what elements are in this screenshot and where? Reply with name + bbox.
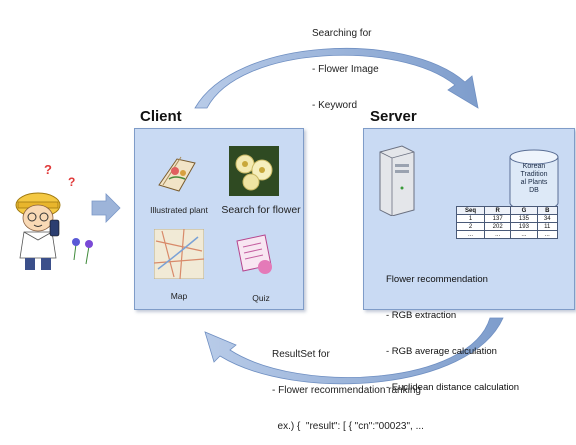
response-note-line: - Flower recommendation ranking <box>272 385 421 396</box>
rgb-table-header-cell: R <box>484 206 512 215</box>
rgb-table-header: Seq R G B <box>455 206 559 215</box>
table-cell: ... <box>455 230 486 239</box>
request-note: Searching for - Flower Image - Keyword <box>312 4 379 124</box>
rgb-table-header-cell: G <box>510 206 538 215</box>
table-cell: 202 <box>484 222 512 231</box>
database-label: Korean Tradition al Plants DB <box>520 163 548 194</box>
search-flower-icon <box>229 146 279 196</box>
user-to-client-arrow <box>91 193 121 223</box>
client-panel: Illustrated plant Search for flower Map … <box>134 128 304 310</box>
rgb-table-header-cell: B <box>536 206 559 215</box>
response-note-line: ex.) { "result": [ { "cn":"00023", ... <box>272 421 424 432</box>
svg-text:?: ? <box>44 162 52 177</box>
request-arrow <box>194 47 479 109</box>
server-heading: Server <box>370 108 417 125</box>
table-cell: ... <box>536 230 559 239</box>
table-cell: 1 <box>455 214 486 223</box>
flow-arrows <box>91 47 504 385</box>
table-row: 1 137 135 34 <box>455 214 559 223</box>
recommendation-line: - RGB average calculation <box>386 346 497 357</box>
server-icon <box>379 145 415 216</box>
table-cell: 11 <box>536 222 559 231</box>
request-note-line: Searching for <box>312 28 372 39</box>
request-note-line: - Flower Image <box>312 64 379 75</box>
table-cell: 34 <box>536 214 559 223</box>
table-row: 2 202 193 11 <box>455 222 559 231</box>
response-arrow <box>204 317 504 385</box>
svg-text:?: ? <box>68 175 75 189</box>
rgb-table: Seq R G B 1 137 135 34 2 202 193 11 ... … <box>455 206 559 239</box>
table-cell: 137 <box>484 214 512 223</box>
illustrated-plant-caption: Illustrated plant <box>150 205 208 215</box>
response-note-line: ResultSet for <box>272 349 330 360</box>
map-caption: Map <box>170 291 188 301</box>
table-cell: ... <box>484 230 512 239</box>
rgb-table-header-cell: Seq <box>455 206 486 215</box>
database-icon <box>509 149 559 211</box>
table-cell: 2 <box>455 222 486 231</box>
user-icon: ? ? <box>15 162 93 270</box>
quiz-caption: Quiz <box>252 293 270 303</box>
table-cell: ... <box>510 230 538 239</box>
server-panel: Korean Tradition al Plants DB Seq R G B … <box>363 128 575 393</box>
recommendation-line: - RGB extraction <box>386 310 457 321</box>
request-note-line: - Keyword <box>312 100 358 111</box>
recommendation-text: Flower recommendation - RGB extraction -… <box>386 250 519 418</box>
recommendation-line: Flower recommendation <box>386 274 488 285</box>
table-row: ... ... ... ... <box>455 230 559 239</box>
response-note: ResultSet for - Flower recommendation ra… <box>272 325 424 445</box>
illustrated-plant-icon <box>158 156 196 192</box>
map-icon <box>154 229 204 279</box>
table-cell: 135 <box>510 214 538 223</box>
client-heading: Client <box>140 108 182 125</box>
recommendation-line: - Euclidean distance calculation <box>386 382 520 393</box>
table-cell: 193 <box>510 222 538 231</box>
quiz-icon <box>236 234 272 274</box>
search-flower-caption: Search for flower <box>221 204 301 216</box>
